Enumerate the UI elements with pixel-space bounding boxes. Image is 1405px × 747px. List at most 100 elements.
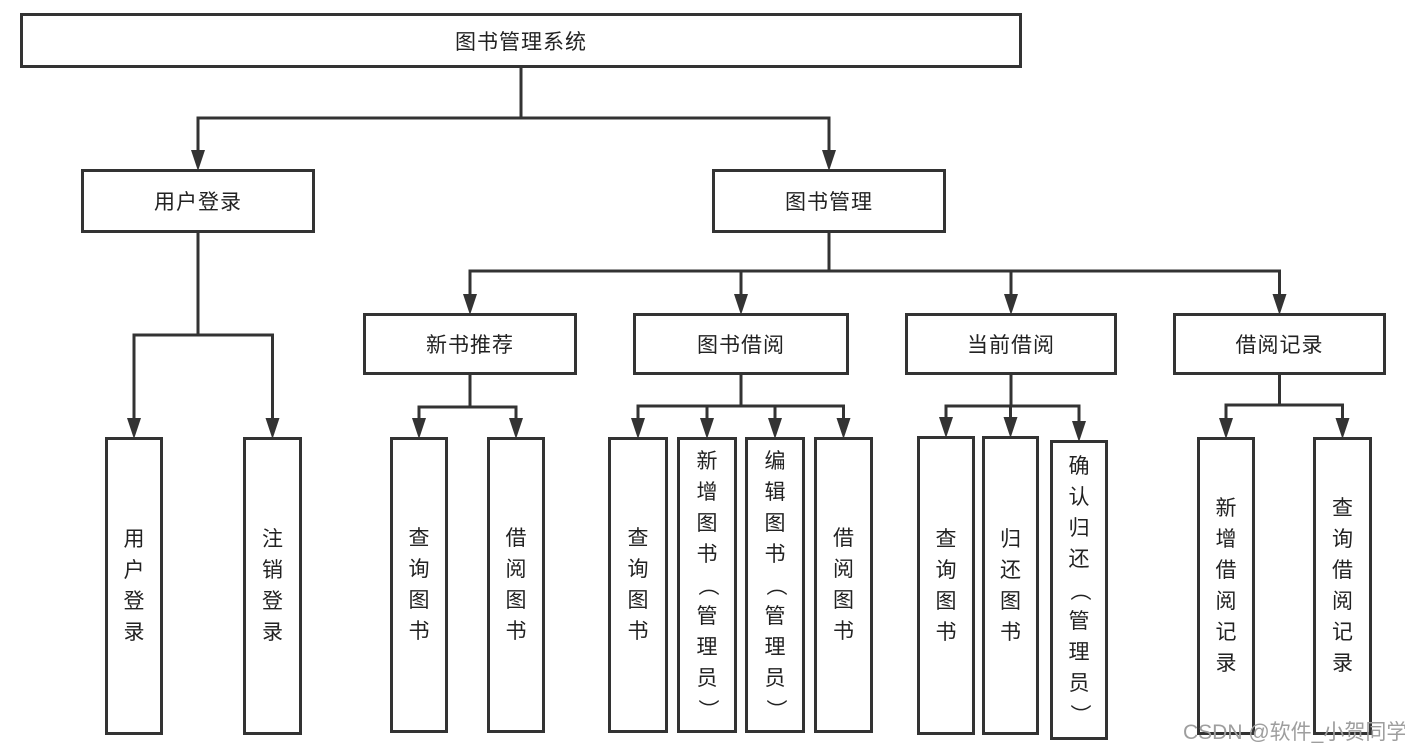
node-char: 查 bbox=[408, 527, 430, 550]
node-char: 图 bbox=[696, 511, 718, 535]
node-char: 录 bbox=[262, 621, 283, 644]
node-char: 记 bbox=[1332, 621, 1353, 644]
node-char: 销 bbox=[262, 559, 283, 582]
node-edit-book: 编辑图书（管理员） bbox=[745, 437, 805, 733]
node-char: 理 bbox=[764, 635, 786, 659]
arrowhead-icon bbox=[836, 418, 851, 439]
node-char: 书 bbox=[696, 542, 718, 566]
node-current-borrow: 当前借阅 bbox=[905, 313, 1117, 375]
node-char: 借 bbox=[505, 527, 527, 550]
node-char: 录 bbox=[1215, 652, 1237, 675]
node-char: 注 bbox=[262, 528, 283, 551]
node-query-book-1: 查询图书 bbox=[390, 437, 448, 733]
node-confirm-return: 确认归还（管理员） bbox=[1050, 440, 1108, 740]
node-char: 阅 bbox=[1332, 590, 1353, 613]
node-char: （ bbox=[763, 574, 787, 596]
node-char: 图 bbox=[408, 589, 430, 612]
node-char: 登 bbox=[262, 590, 283, 613]
node-char: 借 bbox=[1332, 559, 1353, 582]
node-return-book: 归还图书 bbox=[982, 436, 1039, 735]
node-book-borrow: 图书借阅 bbox=[633, 313, 849, 375]
node-char: 图 bbox=[627, 589, 649, 612]
arrowhead-icon bbox=[127, 418, 141, 439]
node-char: 理 bbox=[1068, 640, 1090, 664]
node-add-book: 新增图书（管理员） bbox=[677, 437, 737, 733]
arrowhead-icon bbox=[1004, 294, 1018, 315]
node-query-book-3: 查询图书 bbox=[917, 436, 975, 735]
arrowhead-icon bbox=[631, 418, 645, 439]
node-char: 认 bbox=[1068, 485, 1090, 509]
arrowhead-icon bbox=[509, 418, 523, 439]
arrowhead-icon bbox=[463, 294, 477, 315]
node-char: 录 bbox=[123, 621, 145, 644]
arrowhead-icon bbox=[1003, 417, 1018, 438]
arrowhead-icon bbox=[1335, 418, 1350, 439]
node-new-book-rec: 新书推荐 bbox=[363, 313, 577, 375]
node-char: 书 bbox=[408, 620, 430, 643]
node-borrow-book-1: 借阅图书 bbox=[487, 437, 545, 733]
node-char: 书 bbox=[833, 620, 854, 643]
node-query-borrow-record: 查询借阅记录 bbox=[1313, 437, 1372, 735]
node-char: 员 bbox=[696, 666, 718, 690]
arrowhead-icon bbox=[265, 418, 280, 439]
node-char: 书 bbox=[764, 542, 786, 566]
node-char: 询 bbox=[408, 558, 430, 581]
node-char: （ bbox=[695, 574, 719, 596]
node-char: 阅 bbox=[833, 558, 854, 581]
node-char: 还 bbox=[1068, 547, 1090, 571]
node-char: 阅 bbox=[505, 558, 527, 581]
node-char: 录 bbox=[1332, 652, 1353, 675]
arrowhead-icon bbox=[939, 417, 953, 438]
node-char: 阅 bbox=[1215, 590, 1237, 613]
node-book-mgmt: 图书管理 bbox=[712, 169, 946, 233]
node-char: ） bbox=[763, 698, 787, 720]
node-char: 增 bbox=[1215, 528, 1237, 551]
node-char: 确 bbox=[1068, 454, 1090, 478]
node-char: 书 bbox=[505, 620, 527, 643]
node-user-login: 用户登录 bbox=[81, 169, 315, 233]
node-char: 借 bbox=[1215, 559, 1237, 582]
node-char: 询 bbox=[627, 558, 649, 581]
node-char: 管 bbox=[696, 604, 718, 628]
csdn-watermark: CSDN @软件_小贺同学 bbox=[1183, 721, 1405, 744]
node-borrow-book-2: 借阅图书 bbox=[814, 437, 873, 733]
node-char: 查 bbox=[627, 527, 649, 550]
node-char: 用 bbox=[123, 528, 145, 551]
node-char: （ bbox=[1067, 579, 1091, 601]
node-char: 员 bbox=[1068, 671, 1090, 695]
node-char: 图 bbox=[935, 589, 957, 613]
arrowhead-icon bbox=[1272, 294, 1287, 315]
node-user-login-v: 用户登录 bbox=[105, 437, 163, 735]
node-char: 管 bbox=[764, 604, 786, 628]
node-root: 图书管理系统 bbox=[20, 13, 1022, 68]
node-char: 图 bbox=[833, 589, 854, 612]
node-char: 理 bbox=[696, 635, 718, 659]
node-char: 图 bbox=[505, 589, 527, 612]
node-char: ） bbox=[1067, 703, 1091, 725]
node-char: 登 bbox=[123, 590, 145, 613]
arrowhead-icon bbox=[822, 150, 836, 171]
node-char: 辑 bbox=[764, 480, 786, 504]
arrowhead-icon bbox=[700, 418, 714, 439]
node-query-book-2: 查询图书 bbox=[608, 437, 668, 733]
node-char: 归 bbox=[1000, 527, 1021, 551]
node-char: 借 bbox=[833, 527, 854, 550]
node-char: 新 bbox=[1215, 497, 1237, 520]
node-char: 图 bbox=[1000, 589, 1021, 613]
arrowhead-icon bbox=[1072, 421, 1086, 442]
node-char: 书 bbox=[1000, 620, 1021, 644]
arrowhead-icon bbox=[768, 418, 782, 439]
arrowhead-icon bbox=[734, 294, 748, 315]
node-char: 询 bbox=[935, 558, 957, 582]
node-borrow-records: 借阅记录 bbox=[1173, 313, 1386, 375]
node-char: 记 bbox=[1215, 621, 1237, 644]
node-char: 归 bbox=[1068, 516, 1090, 540]
node-char: 书 bbox=[627, 620, 649, 643]
node-char: 书 bbox=[935, 620, 957, 644]
node-char: 查 bbox=[1332, 497, 1353, 520]
arrowhead-icon bbox=[412, 418, 426, 439]
node-char: 户 bbox=[123, 559, 145, 582]
node-char: 编 bbox=[764, 449, 786, 473]
